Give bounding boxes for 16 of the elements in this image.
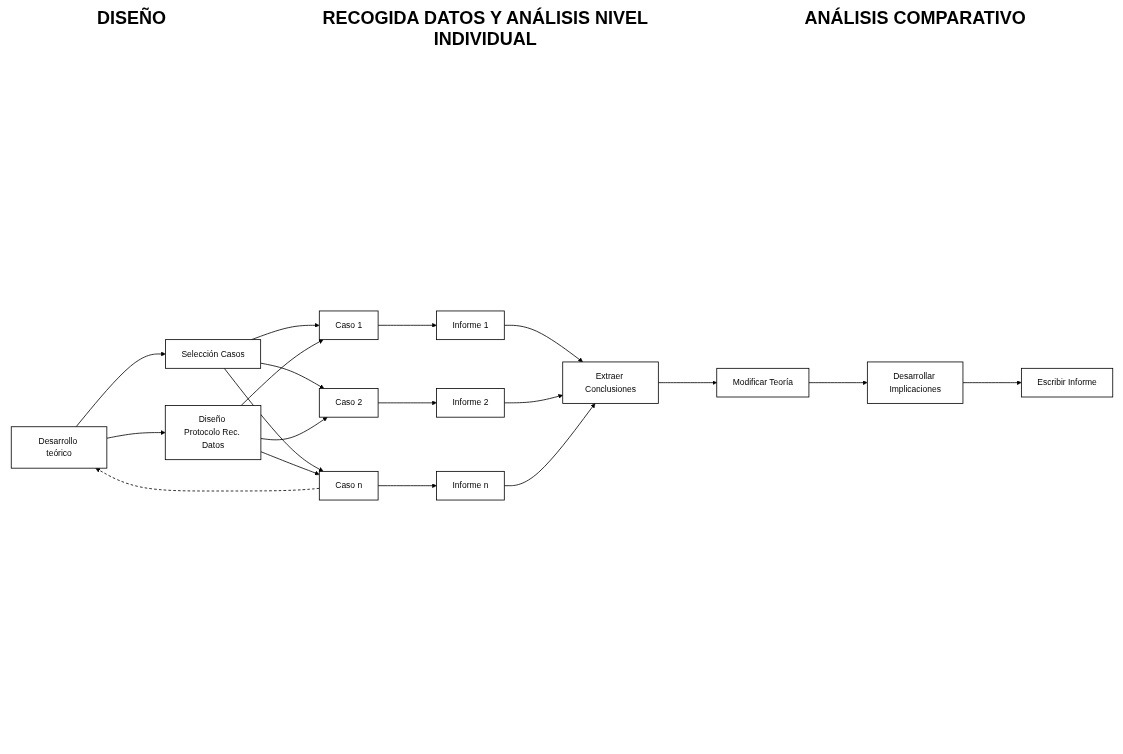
node-box: Desarrollo teórico xyxy=(10,425,107,469)
node-box: Escribir Informe xyxy=(1020,367,1113,397)
node-box: Caso 2 xyxy=(318,387,378,418)
node-box: Informe 1 xyxy=(435,310,505,340)
node-box: Extraer Conclusiones xyxy=(561,361,659,404)
phase-heading: ANÁLISIS COMPARATIVO xyxy=(804,8,1026,30)
node-box: Informe 2 xyxy=(435,387,505,418)
node-box: Modificar Teoría xyxy=(715,367,809,397)
node-box: Desarrollar Implicaciones xyxy=(866,361,963,404)
node-box: Selección Casos xyxy=(164,338,261,369)
phase-heading: DISEÑO xyxy=(97,8,167,30)
node-box: Informe n xyxy=(435,470,505,500)
phase-heading: RECOGIDA DATOS Y ANÁLISIS NIVEL INDIVIDUAL xyxy=(321,8,649,51)
node-box: Caso 1 xyxy=(318,310,378,340)
node-box: Diseño Protocolo Rec. Datos xyxy=(164,404,261,460)
node-box: Caso n xyxy=(318,470,378,500)
